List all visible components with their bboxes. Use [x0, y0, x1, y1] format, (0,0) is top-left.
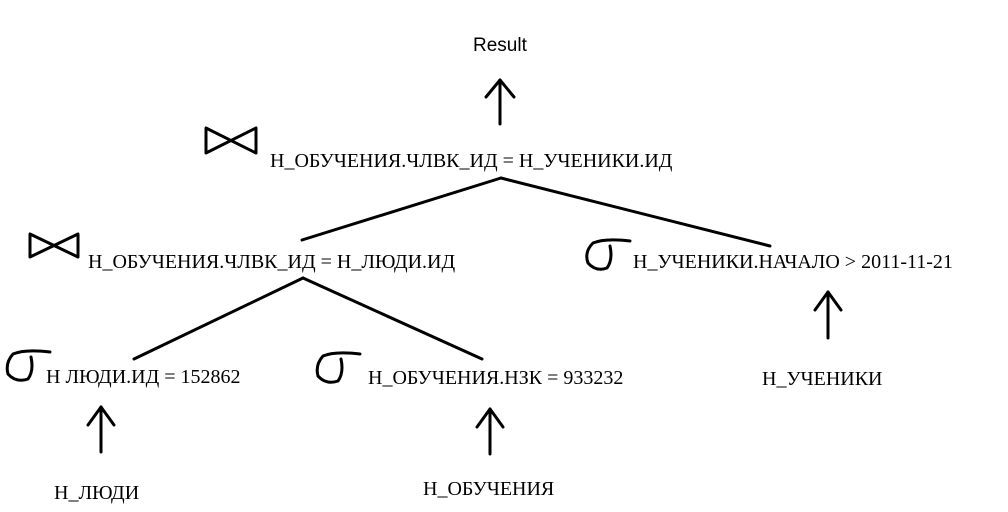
table-lyudi: Н_ЛЮДИ	[54, 482, 139, 504]
join-node-left: Н_ОБУЧЕНИЯ.ЧЛВК_ИД = Н_ЛЮДИ.ИД	[28, 232, 455, 273]
arrow-uchenik-to-select	[813, 290, 843, 340]
edge-join-top-to-join-left	[300, 176, 503, 242]
select-node-uchenik: Н_УЧЕНИКИ.НАЧАЛО > 2011-11-21	[585, 238, 953, 273]
sigma-icon	[5, 349, 52, 382]
select-node-obuch: Н_ОБУЧЕНИЯ.НЗК = 933232	[315, 351, 623, 389]
arrow-to-result	[484, 78, 516, 126]
select-uchenik-condition: Н_УЧЕНИКИ.НАЧАЛО > 2011-11-21	[633, 251, 953, 273]
edge-join-top-to-select-uchenik	[499, 176, 772, 248]
join-icon	[28, 232, 80, 259]
select-lyudi-condition: Н ЛЮДИ.ИД = 152862	[46, 366, 241, 388]
arrow-lyudi-to-select	[86, 405, 116, 454]
sigma-icon	[315, 351, 362, 384]
edge-join-left-to-select-lyudi	[132, 276, 305, 361]
join-node-top: Н_ОБУЧЕНИЯ.ЧЛВК_ИД = Н_УЧЕНИКИ.ИД	[204, 126, 673, 172]
select-obuch-condition: Н_ОБУЧЕНИЯ.НЗК = 933232	[368, 367, 623, 389]
result-label: Result	[473, 35, 528, 56]
arrow-obuch-to-select	[475, 407, 505, 456]
edge-join-left-to-select-obuch	[301, 276, 484, 361]
sigma-icon	[585, 238, 632, 271]
join-top-condition: Н_ОБУЧЕНИЯ.ЧЛВК_ИД = Н_УЧЕНИКИ.ИД	[270, 150, 673, 172]
table-obuch: Н_ОБУЧЕНИЯ	[423, 478, 554, 500]
select-node-lyudi: Н ЛЮДИ.ИД = 152862	[5, 349, 241, 388]
join-left-condition: Н_ОБУЧЕНИЯ.ЧЛВК_ИД = Н_ЛЮДИ.ИД	[88, 251, 455, 273]
join-icon	[204, 126, 258, 155]
table-uchenik: Н_УЧЕНИКИ	[762, 368, 883, 390]
